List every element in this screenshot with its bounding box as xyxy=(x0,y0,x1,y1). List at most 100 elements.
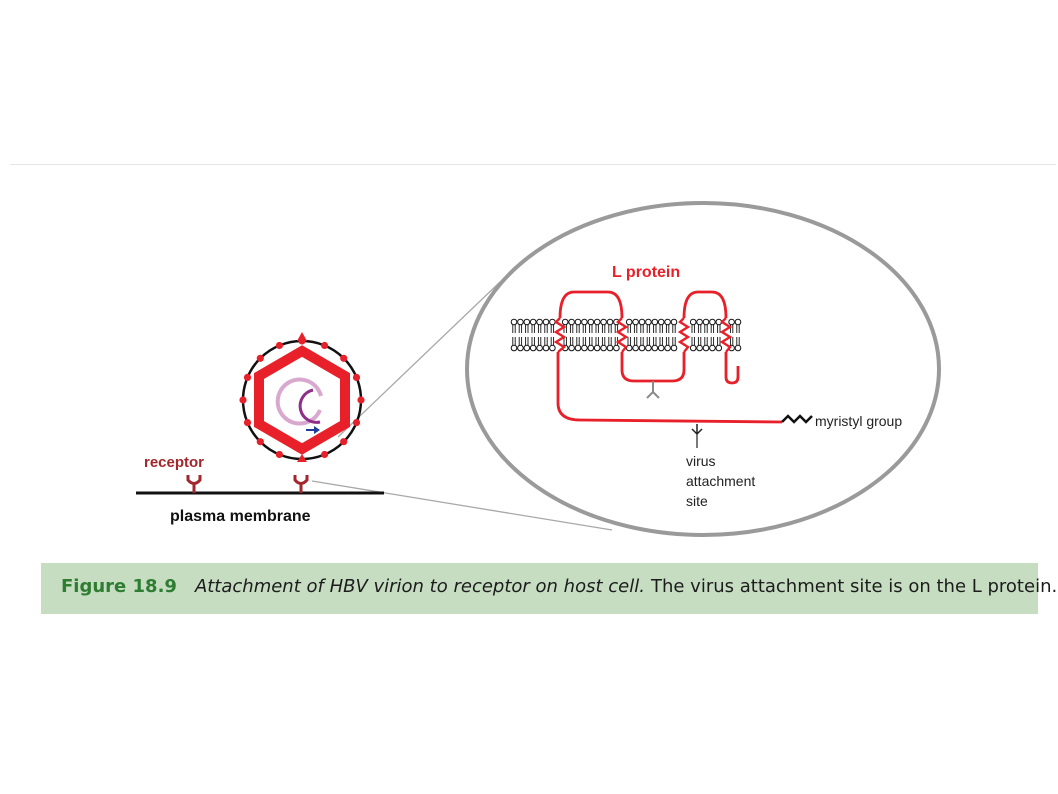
lipid-tail xyxy=(576,337,580,345)
lipid-tail xyxy=(525,337,529,345)
lipid-head xyxy=(587,318,595,326)
lipid-tail xyxy=(665,337,670,345)
lipid-head xyxy=(670,344,678,352)
l-protein-loop-1 xyxy=(558,290,624,319)
lipid-head xyxy=(702,344,710,352)
lipid-head xyxy=(645,344,652,352)
lipid-tail xyxy=(659,337,663,345)
lipid-tail xyxy=(736,337,740,345)
lipid-tail xyxy=(525,325,529,333)
attachment-site-label-line-2: attachment xyxy=(686,473,755,489)
lipid-tail xyxy=(512,337,516,345)
transmembrane-helix-4 xyxy=(719,317,733,353)
envelope-protein-dot xyxy=(340,354,348,362)
lipid-head xyxy=(689,344,697,352)
lipid-head xyxy=(568,344,575,352)
envelope-protein-dot xyxy=(352,419,361,427)
genome-inner-strand xyxy=(298,388,321,424)
lipid-tail xyxy=(697,325,702,333)
lipid-tail xyxy=(601,325,606,333)
envelope-protein-dot xyxy=(352,373,361,381)
lipid-head xyxy=(600,344,607,352)
lipid-tail xyxy=(704,325,708,333)
lipid-tail xyxy=(595,325,599,333)
lipid-head xyxy=(517,318,524,326)
lipid-tail xyxy=(531,325,535,333)
envelope-protein-dot xyxy=(256,354,264,362)
hbv-attachment-diagram: receptor plasma membrane L protein myris… xyxy=(136,201,941,537)
lipid-head xyxy=(651,344,659,352)
lipid-head xyxy=(696,344,703,352)
l-protein-tail xyxy=(724,352,740,385)
lipid-head xyxy=(523,318,531,326)
l-protein-loop-3 xyxy=(682,290,728,319)
attachment-site-label-line-1: virus xyxy=(686,453,716,469)
lipid-tail xyxy=(640,325,644,333)
lipid-head xyxy=(651,318,659,326)
bound-receptor-icon xyxy=(293,475,309,493)
lipid-head xyxy=(593,318,601,326)
l-protein-label: L protein xyxy=(612,264,680,281)
lipid-head xyxy=(574,344,582,352)
lipid-head xyxy=(523,344,531,352)
lipid-tail xyxy=(608,325,612,333)
lipid-head xyxy=(702,318,710,326)
lipid-tail xyxy=(576,325,580,333)
lipid-head xyxy=(638,318,646,326)
zoom-ellipse xyxy=(465,201,941,537)
lipid-tail xyxy=(582,325,587,333)
lipid-tail xyxy=(627,325,631,333)
lipid-tail xyxy=(569,337,574,345)
lipid-tail xyxy=(595,337,599,345)
l-protein-n-terminal xyxy=(556,352,783,424)
lipid-head xyxy=(664,318,671,326)
lipid-head xyxy=(581,344,588,352)
lipid-head xyxy=(542,344,550,352)
lipid-head xyxy=(689,318,697,326)
lipid-head xyxy=(529,318,537,326)
lipid-tail xyxy=(736,325,740,333)
lipid-tail xyxy=(531,337,535,345)
lipid-head xyxy=(632,344,639,352)
lipid-tail xyxy=(537,337,542,345)
lipid-head xyxy=(657,344,665,352)
lipid-head xyxy=(696,318,703,326)
lipid-tail xyxy=(633,337,638,345)
lipid-tail xyxy=(589,325,593,333)
lipid-tail xyxy=(665,325,670,333)
lipid-tail xyxy=(601,337,606,345)
envelope-protein-dot xyxy=(275,341,283,350)
lipid-head xyxy=(613,344,620,352)
lipid-head xyxy=(709,318,716,326)
lipid-tail xyxy=(710,337,715,345)
lipid-tail xyxy=(627,337,631,345)
glycan-icon xyxy=(646,381,660,399)
lipid-tail xyxy=(646,325,651,333)
lipid-tail xyxy=(710,325,715,333)
lipid-tail xyxy=(544,325,548,333)
transmembrane-helix-2 xyxy=(615,317,629,353)
envelope-protein-dot xyxy=(275,450,283,459)
lipid-tail xyxy=(640,337,644,345)
envelope-protein-dot xyxy=(256,438,264,446)
lipid-tail xyxy=(582,337,587,345)
lipid-tail xyxy=(697,337,702,345)
myristyl-zigzag-icon xyxy=(781,414,813,424)
lipid-tail xyxy=(717,325,721,333)
envelope-spike-top xyxy=(297,332,307,341)
receptor-label: receptor xyxy=(144,454,204,471)
lipid-tail xyxy=(537,325,542,333)
caption-figure-number: Figure 18.9 xyxy=(61,576,177,597)
lipid-tail xyxy=(729,337,734,345)
lipid-tail xyxy=(633,325,638,333)
lipid-head xyxy=(632,318,639,326)
lipid-head xyxy=(549,344,556,352)
lipid-head xyxy=(734,318,742,326)
lipid-head xyxy=(638,344,646,352)
lipid-tail xyxy=(544,337,548,345)
lipid-tail xyxy=(653,337,657,345)
lipid-tail xyxy=(659,325,663,333)
nucleocapsid xyxy=(254,345,350,455)
lipid-head xyxy=(574,318,582,326)
plasma-membrane-label: plasma membrane xyxy=(170,508,311,525)
